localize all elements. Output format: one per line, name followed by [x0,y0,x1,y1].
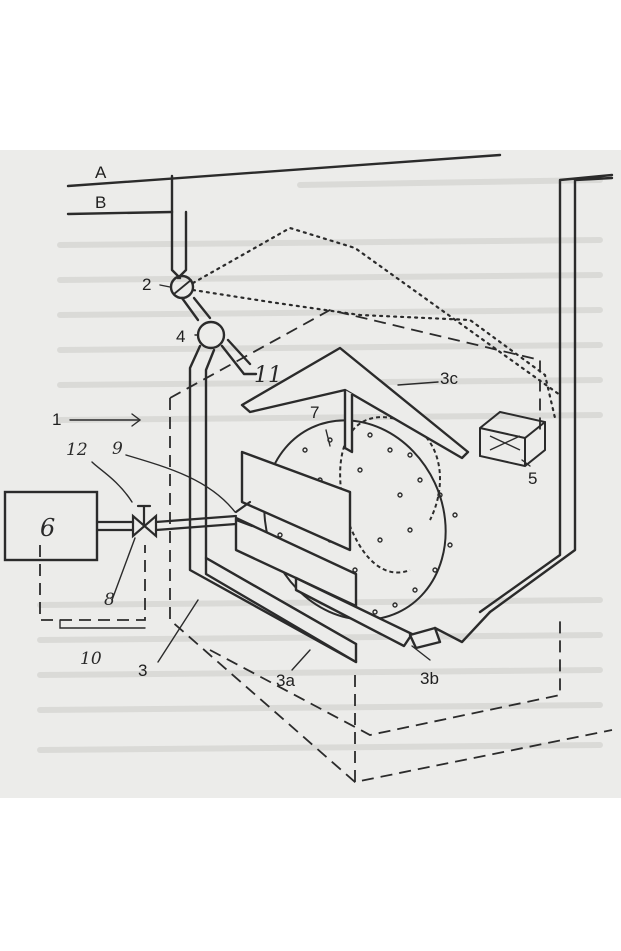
line-b [66,210,174,216]
dotted-connections [191,226,562,420]
label-3: 3 [138,661,147,680]
pipe-8-nozzle [154,514,238,532]
line-a [66,153,502,188]
label-3c: 3c [440,369,458,388]
label-9: 9 [112,439,123,459]
pipe-6-8 [95,520,135,532]
plate-3b [294,576,414,648]
dashed-housing [39,309,613,783]
label-3b: 3b [420,669,439,688]
label-4: 4 [176,327,185,346]
component-6 [3,490,99,562]
leader-lines [59,284,531,671]
label-5: 5 [528,469,537,488]
label-11: 11 [254,363,282,388]
plate-3c [240,346,470,460]
pipe-2-4 [180,296,212,322]
paper-background [0,150,621,798]
label-12: 12 [66,440,88,460]
label-10: 10 [80,649,102,669]
label-6: 6 [40,514,55,542]
plate-3-upper [240,450,352,552]
patent-diagram: A B 1 2 3 3a 3b 3c 4 5 6 7 8 9 10 11 12 [0,150,621,798]
branch-11 [220,338,258,376]
drain-pipes [478,173,614,614]
label-line-b: B [95,193,106,212]
nozzle-9 [234,500,254,528]
label-line-a: A [95,163,107,182]
patent-drawing-sheet: A B 1 2 3 3a 3b 3c 4 5 6 7 8 9 10 11 12 [0,150,621,798]
label-7: 7 [310,403,319,422]
label-3a: 3a [276,671,295,690]
valve-8 [131,504,158,539]
label-1: 1 [52,410,61,429]
label-8: 8 [104,590,115,610]
component-5 [479,410,546,468]
plate-3a [204,556,358,664]
label-2: 2 [142,275,151,294]
